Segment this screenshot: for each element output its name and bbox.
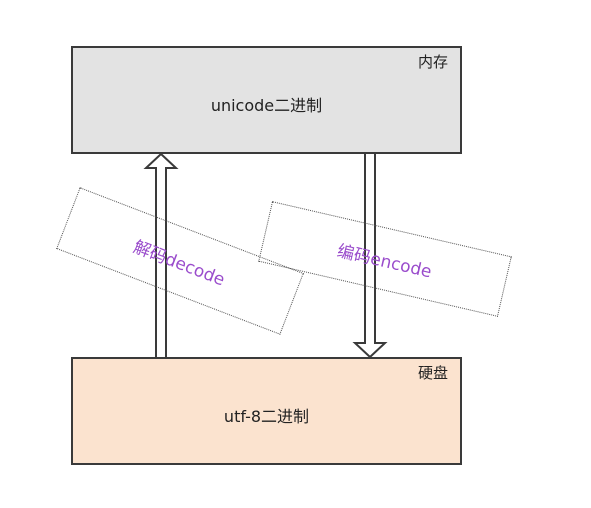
memory-box: 内存 unicode二进制 xyxy=(71,46,462,154)
encode-note-label: 编码encode xyxy=(335,240,434,283)
disk-box: 硬盘 utf-8二进制 xyxy=(71,357,462,465)
disk-label: 硬盘 xyxy=(417,364,448,382)
memory-content-label: unicode二进制 xyxy=(210,96,323,115)
disk-content-label: utf-8二进制 xyxy=(223,407,310,426)
decode-arrow xyxy=(143,152,179,357)
encode-arrow xyxy=(352,154,388,359)
memory-label: 内存 xyxy=(417,53,448,71)
decode-note-label: 解码decode xyxy=(130,236,228,290)
